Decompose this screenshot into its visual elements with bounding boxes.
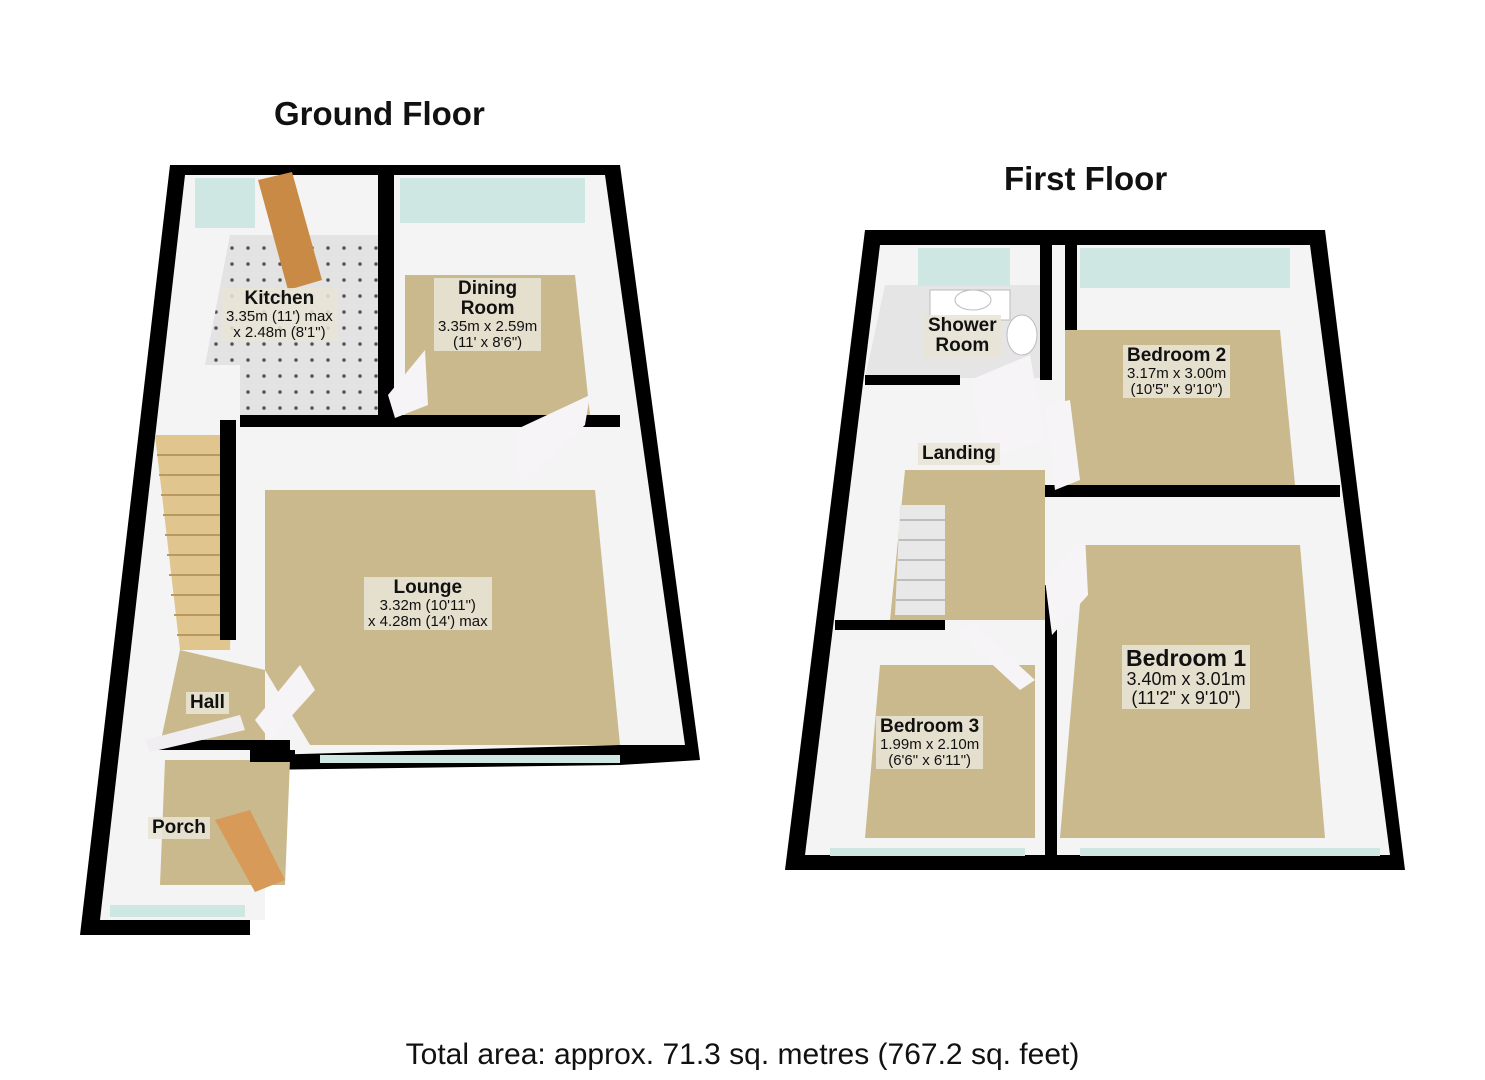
shower-name1: Shower — [928, 315, 997, 336]
bedroom-2-label: Bedroom 2 3.17m x 3.00m (10'5" x 9'10") — [1123, 345, 1231, 399]
hall-label: Hall — [186, 692, 229, 714]
toilet-icon — [1006, 314, 1038, 356]
dining-dim1: 3.35m x 2.59m — [438, 317, 538, 335]
bedroom3-dim2: (6'6" x 6'11") — [888, 751, 972, 769]
kitchen-dim1: 3.35m (11') max — [226, 307, 333, 325]
bedroom-3-label: Bedroom 3 1.99m x 2.10m (6'6" x 6'11") — [876, 716, 984, 770]
bedroom2-name: Bedroom 2 — [1127, 345, 1227, 366]
bedroom2-dim1: 3.17m x 3.00m — [1127, 364, 1227, 382]
first-floor-title: First Floor — [1004, 160, 1168, 197]
porch-window — [110, 905, 245, 917]
kitchen-label: Kitchen 3.35m (11') max x 2.48m (8'1") — [222, 288, 337, 342]
porch-name: Porch — [152, 817, 206, 838]
dining-name1: Dining — [458, 278, 518, 299]
lounge-dim2: x 4.28m (14') max — [368, 612, 488, 630]
lounge-name: Lounge — [393, 577, 463, 598]
ground-floor-title: Ground Floor — [274, 95, 485, 132]
bedroom1-dim2: (11'2" x 9'10") — [1131, 688, 1241, 709]
porch-label: Porch — [148, 817, 210, 839]
dining-room-label: Dining Room 3.35m x 2.59m (11' x 8'6") — [434, 278, 542, 352]
bedroom3-dim1: 1.99m x 2.10m — [880, 735, 980, 753]
bedroom3-name: Bedroom 3 — [880, 716, 980, 737]
porch-front-door — [215, 810, 285, 892]
bedroom-2-floor — [1065, 330, 1295, 485]
dining-window — [400, 178, 585, 223]
bedroom-1-label: Bedroom 1 3.40m x 3.01m (11'2" x 9'10") — [1122, 645, 1251, 709]
first-floor-plan — [785, 230, 1405, 870]
dining-name2: Room — [460, 297, 515, 319]
back-door — [258, 172, 322, 290]
landing-label: Landing — [918, 443, 1000, 465]
lounge-window — [320, 755, 620, 763]
bedroom1-name: Bedroom 1 — [1126, 645, 1247, 671]
lounge-dim1: 3.32m (10'11") — [379, 596, 476, 614]
shower-room-label: Shower Room — [924, 315, 1001, 357]
kitchen-name: Kitchen — [244, 288, 315, 309]
bedroom2-dim2: (10'5" x 9'10") — [1130, 380, 1223, 398]
hall-name: Hall — [190, 692, 225, 713]
kitchen-window — [195, 178, 255, 228]
dining-dim2: (11' x 8'6") — [453, 333, 523, 351]
first-floor-stairs — [895, 505, 945, 615]
sink-icon — [954, 289, 992, 311]
landing-name: Landing — [922, 443, 996, 464]
shower-name2: Room — [935, 334, 990, 356]
bedroom1-dim1: 3.40m x 3.01m — [1126, 669, 1246, 690]
total-area-text: Total area: approx. 71.3 sq. metres (767… — [405, 1038, 1080, 1071]
lounge-label: Lounge 3.32m (10'11") x 4.28m (14') max — [364, 577, 492, 631]
kitchen-dim2: x 2.48m (8'1") — [233, 323, 326, 341]
